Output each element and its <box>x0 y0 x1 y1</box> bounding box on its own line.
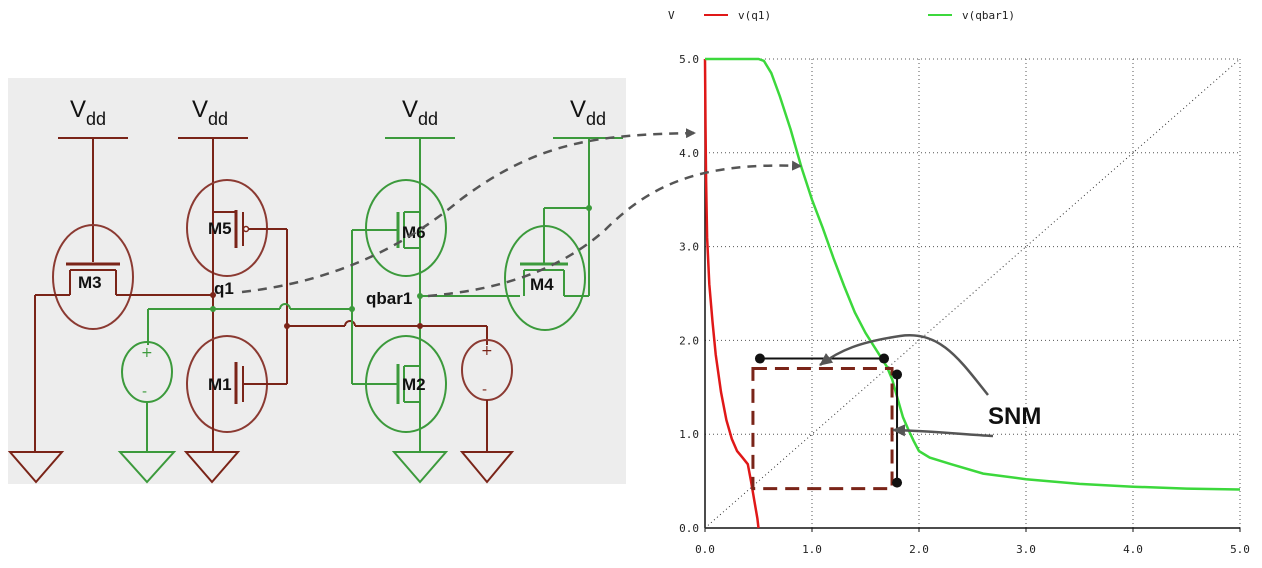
ground-bitline <box>7 451 65 484</box>
ground-m1 <box>183 451 241 484</box>
y-tick-label-1: 1.0 <box>679 428 699 441</box>
snm-dot-top <box>892 369 903 380</box>
x-tick-label-4: 4.0 <box>1123 543 1143 556</box>
node-label-qbar1: qbar1 <box>366 289 412 308</box>
x-tick-label-2: 2.0 <box>909 543 929 556</box>
y-tick-label-0: 0.0 <box>679 522 699 535</box>
vdd-label-m4: V <box>570 96 586 123</box>
transistor-m3: M3 <box>35 224 213 330</box>
ground-source-left <box>117 451 177 484</box>
transistor-m5: M5 <box>186 179 287 277</box>
label-m3: M3 <box>78 273 102 292</box>
chart-series <box>703 57 1241 529</box>
ground-m2 <box>391 451 449 484</box>
chart-ticks: 0.0 1.0 2.0 3.0 4.0 5.0 0.0 1.0 2.0 3.0 4.0 5.0 <box>679 53 1250 556</box>
series-line-1 <box>705 57 1241 491</box>
sram-schematic: V dd V dd V dd V dd <box>7 78 626 484</box>
snm-dot-bottom <box>892 477 903 488</box>
arrow-q1-to-chart <box>241 128 696 294</box>
snm-arrow-lower <box>892 424 994 438</box>
x-tick-label-5: 5.0 <box>1230 543 1250 556</box>
vdd-supply-m6: V dd <box>385 96 455 212</box>
vdd-sub-m5: dd <box>208 109 228 129</box>
label-m1: M1 <box>208 375 232 394</box>
vdd-label-m6: V <box>402 96 418 123</box>
vdd-sub-m3: dd <box>86 109 106 129</box>
vdd-supply-m3: V dd <box>58 96 128 262</box>
label-m2: M2 <box>402 375 426 394</box>
y-tick-label-2: 2.0 <box>679 334 699 347</box>
svg-text:-: - <box>142 384 147 400</box>
svg-text:+: + <box>481 343 493 359</box>
transistor-m2: M2 <box>365 335 447 433</box>
x-tick-label-0: 0.0 <box>695 543 715 556</box>
snm-annotation <box>751 333 994 491</box>
series-line-0 <box>703 58 760 529</box>
x-tick-label-1: 1.0 <box>802 543 822 556</box>
snm-label: SNM <box>988 403 1041 430</box>
butterfly-chart: V v(q1) v(qbar1) 0.0 1.0 2.0 3.0 4.0 5.0 0.0 1.… <box>668 9 1250 556</box>
y-tick-label-5: 5.0 <box>679 53 699 66</box>
vdd-sub-m6: dd <box>418 109 438 129</box>
series-line-2 <box>704 58 1241 529</box>
legend-label-q1: v(q1) <box>738 9 771 22</box>
svg-text:-: - <box>482 382 487 398</box>
y-tick-label-4: 4.0 <box>679 147 699 160</box>
transistor-m4: M4 <box>504 207 589 331</box>
arrow-qbar1-to-chart <box>427 160 802 298</box>
vdd-supply-m5: V dd <box>178 96 248 212</box>
legend-label-qbar1: v(qbar1) <box>962 9 1015 22</box>
y-axis-unit-label: V <box>668 9 675 22</box>
ground-source-right <box>459 451 515 484</box>
snm-dot-left <box>754 353 765 364</box>
vdd-sub-m4: dd <box>586 109 606 129</box>
transistor-m1: M1 <box>186 335 287 433</box>
snm-square <box>751 367 894 491</box>
label-m4: M4 <box>530 275 554 294</box>
vdd-label-m3: V <box>70 96 86 123</box>
x-tick-label-3: 3.0 <box>1016 543 1036 556</box>
node-label-q1: q1 <box>214 279 234 298</box>
svg-text:+: + <box>141 345 153 361</box>
snm-dot-right <box>879 353 890 364</box>
label-m5: M5 <box>208 219 232 238</box>
snm-arrow-upper <box>819 333 989 396</box>
vdd-label-m5: V <box>192 96 208 123</box>
y-tick-label-3: 3.0 <box>679 241 699 254</box>
